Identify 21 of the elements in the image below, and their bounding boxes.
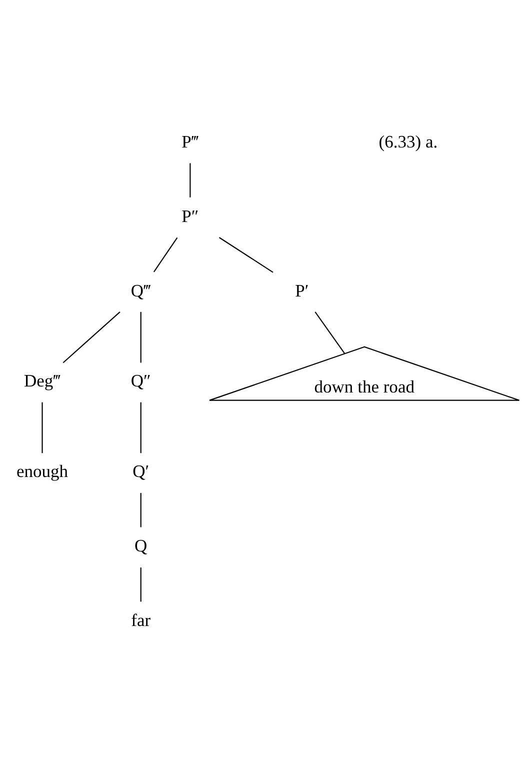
node-text: enough: [16, 460, 68, 481]
node-text: Q″: [130, 370, 151, 390]
node-text: Q‴: [130, 280, 151, 300]
connector: [140, 492, 142, 527]
node-text: P′: [295, 280, 309, 300]
node-text: P″: [182, 205, 199, 226]
connector: [42, 402, 43, 453]
connector: [153, 236, 178, 272]
node-text: far: [131, 610, 151, 630]
connector: [140, 566, 142, 602]
connector: [140, 311, 142, 362]
connector: [62, 311, 120, 363]
node-text: Q: [134, 535, 148, 556]
node-text: P‴: [182, 130, 199, 151]
connector: [190, 162, 191, 197]
node-text: Q′: [132, 460, 150, 481]
label: (6.33) a.: [378, 130, 438, 151]
node-text: Deg‴: [24, 370, 61, 390]
connector: [140, 402, 142, 453]
connector: [218, 236, 274, 272]
connector: [314, 311, 345, 354]
